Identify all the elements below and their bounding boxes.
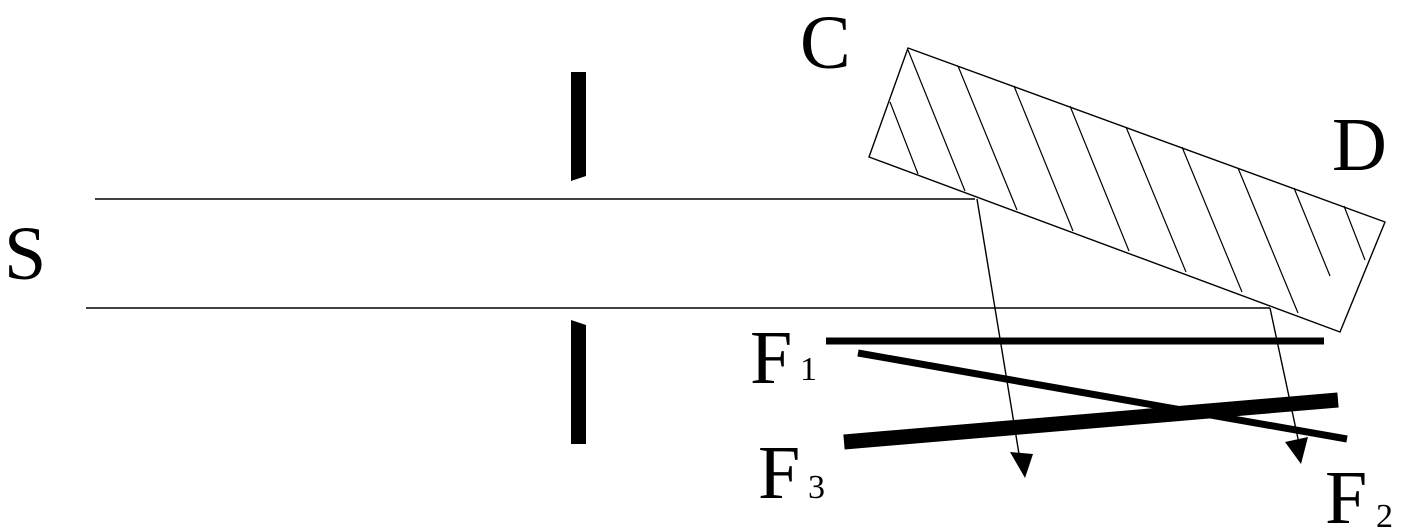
film-f2 <box>857 349 1348 443</box>
label-f2: F <box>1325 456 1367 530</box>
film-f3 <box>843 392 1339 450</box>
arrowhead-1 <box>1010 452 1033 478</box>
label-c: C <box>800 1 851 85</box>
label-f3-subscript: 3 <box>808 469 825 506</box>
label-f1-subscript: 1 <box>800 351 817 388</box>
label-s: S <box>4 212 46 296</box>
label-f3: F <box>758 431 800 515</box>
crystal-cd <box>868 47 1386 333</box>
label-f1: F <box>750 316 792 400</box>
slit-upper-jaw <box>571 72 586 181</box>
arrowhead-2 <box>1285 437 1308 464</box>
diffracted-ray-1 <box>976 198 1033 478</box>
label-d: D <box>1332 103 1387 187</box>
slit-lower-jaw <box>571 320 586 444</box>
crystal-hatching <box>889 49 1366 314</box>
diffracted-ray-2 <box>1269 307 1308 464</box>
label-f2-subscript: 2 <box>1376 498 1393 530</box>
crystal-outline <box>868 47 1386 333</box>
